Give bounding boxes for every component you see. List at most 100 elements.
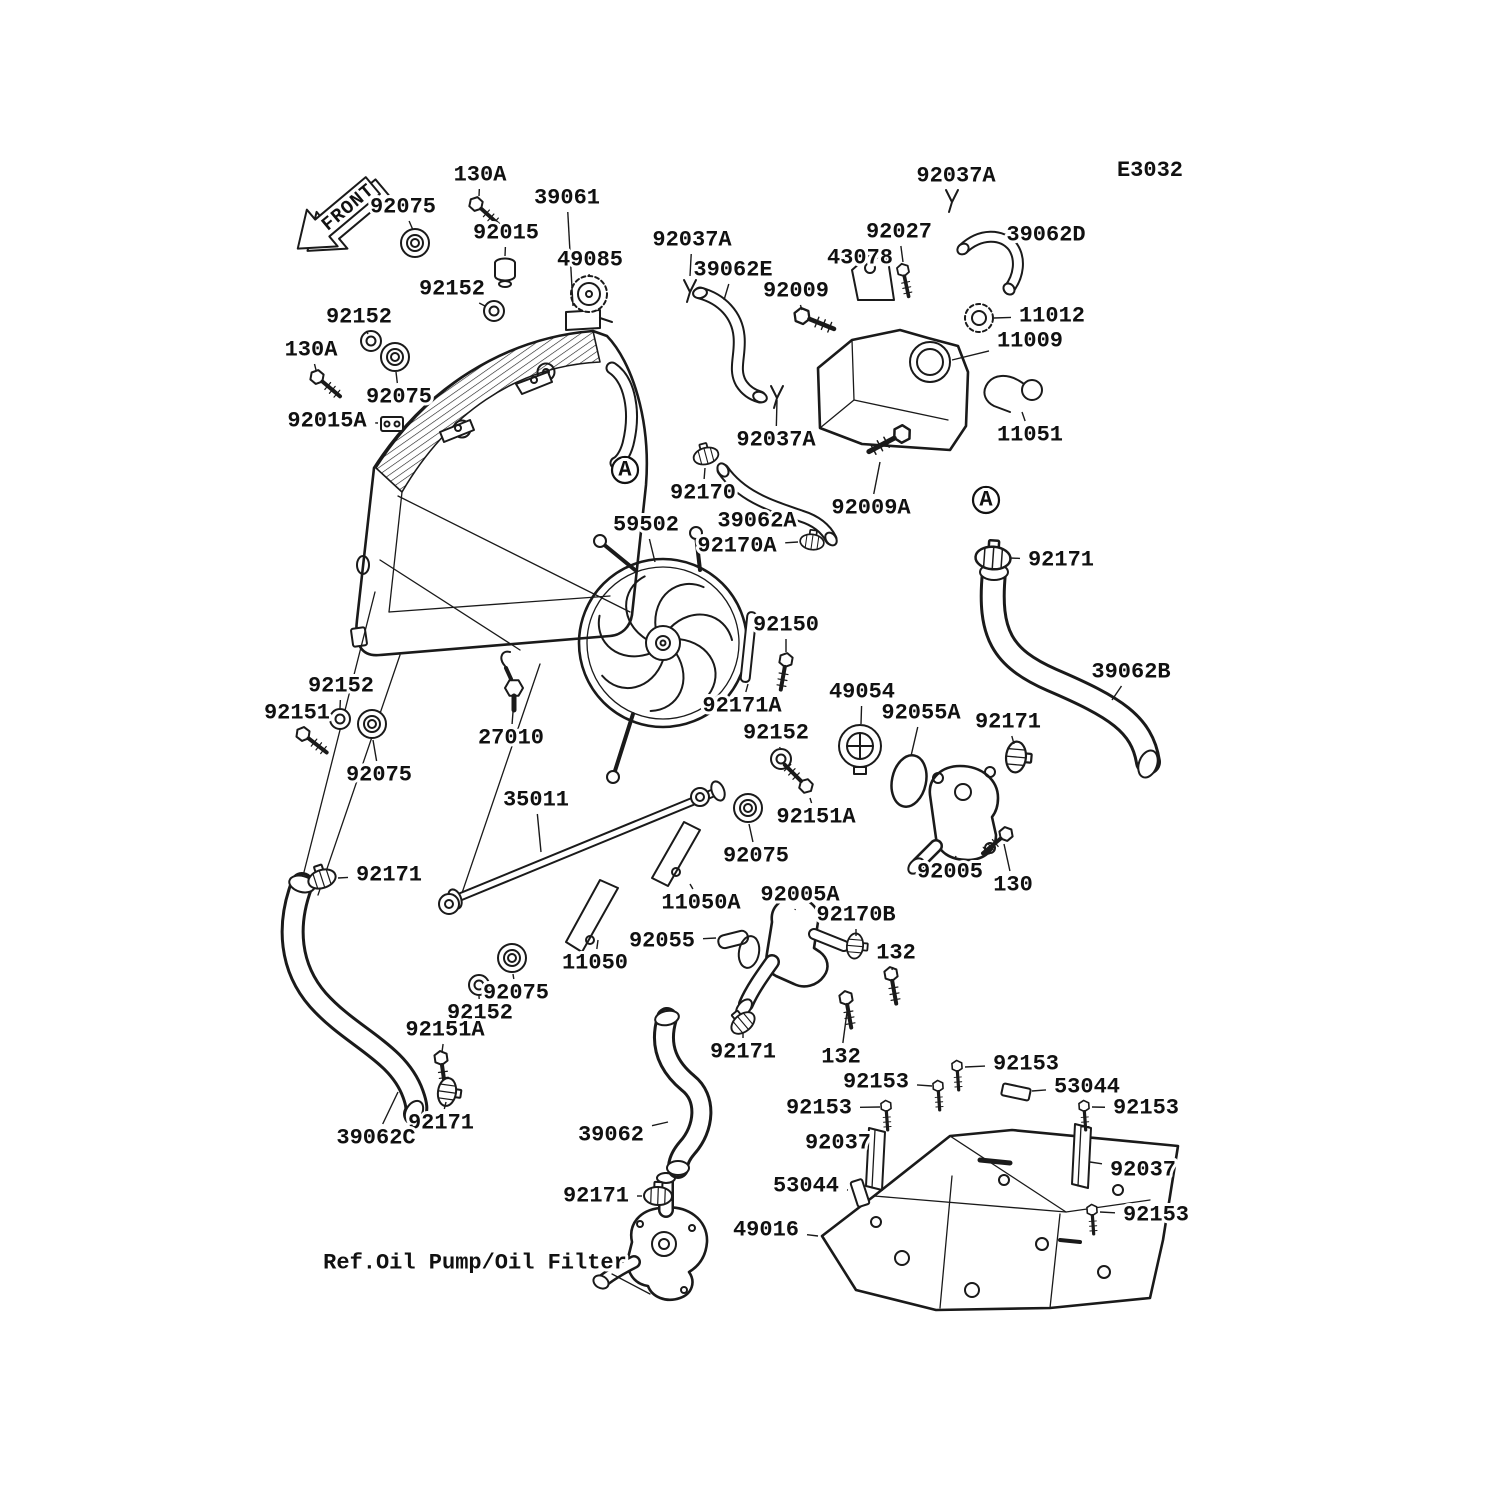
- chin-panel-49016: [820, 1082, 1180, 1312]
- leader-line: [512, 973, 515, 980]
- part-number-label: 39061: [534, 186, 600, 211]
- leader-line: [1099, 1211, 1116, 1214]
- part-number-label: 92037: [1110, 1158, 1176, 1183]
- hose-39062a: [716, 462, 838, 547]
- part-number-label: 92170: [670, 481, 736, 506]
- leader-line: [1111, 685, 1123, 701]
- part-number-label: 11050: [562, 951, 628, 976]
- view-marker-a: A: [610, 455, 640, 486]
- water-pipe-35011: [438, 780, 726, 953]
- leader-line: [511, 711, 514, 725]
- sensor-27010: [500, 650, 524, 713]
- clamp-92171-hose-c-end: [435, 1075, 464, 1109]
- bolt-132-lower: [836, 988, 860, 1031]
- part-number-label: 39062D: [1006, 223, 1085, 248]
- washer-92152-top: [483, 300, 505, 322]
- leader-line: [536, 813, 542, 853]
- leader-line: [395, 371, 399, 384]
- part-number-label: Ref.Oil Pump/Oil Filter: [323, 1251, 627, 1276]
- reserve-tank-cap: [964, 303, 994, 333]
- part-number-label: 92151A: [776, 805, 856, 830]
- leader-line: [1089, 1161, 1103, 1165]
- bolt-92153-3: [879, 1098, 895, 1132]
- clamp-92171-housing: [1003, 739, 1034, 775]
- part-number-label: 43078: [827, 246, 893, 271]
- part-number-label: 92009: [763, 279, 829, 304]
- part-number-label: 39062B: [1091, 660, 1170, 685]
- diagram-code: E3032: [1117, 158, 1183, 183]
- part-number-label: 53044: [773, 1174, 839, 1199]
- front-arrow-shadow: [306, 178, 391, 252]
- part-number-label: 49085: [557, 248, 623, 273]
- part-number-label: 92015A: [287, 409, 367, 434]
- part-number-label: 35011: [503, 788, 569, 813]
- leader-line: [1031, 1089, 1047, 1092]
- leader-line: [443, 1101, 447, 1110]
- radiator-filler-neck: [565, 309, 601, 331]
- part-number-label: 92055: [629, 929, 695, 954]
- grommet-92075-top: [400, 228, 430, 258]
- leader-line: [964, 1065, 986, 1068]
- leader-line: [382, 1091, 399, 1125]
- leader-line: [365, 330, 369, 335]
- part-number-label: 92075: [723, 844, 789, 869]
- leader-line: [785, 541, 799, 544]
- leader-line: [873, 461, 881, 495]
- part-number-label: 92037: [805, 1131, 871, 1156]
- front-arrow-body: [296, 176, 381, 250]
- part-number-label: 92170B: [816, 903, 895, 928]
- washer-92152-left: [329, 708, 351, 730]
- leader-line: [478, 302, 486, 307]
- part-number-label: 92153: [993, 1052, 1059, 1077]
- leader-line: [910, 726, 919, 757]
- leader-line: [745, 683, 749, 693]
- leader-line: [702, 937, 717, 940]
- leader-line: [809, 797, 813, 804]
- leader-line: [1003, 843, 1011, 872]
- leader-line: [337, 876, 349, 879]
- clip-92037a-left: [683, 279, 697, 303]
- part-number-label: 92153: [843, 1070, 909, 1095]
- leader-line: [806, 1234, 819, 1237]
- part-number-label: 130A: [285, 338, 339, 363]
- part-number-label: 92009A: [831, 496, 911, 521]
- grommet-92075-pipe: [733, 793, 763, 823]
- ref-leader-line: [611, 1273, 651, 1295]
- part-number-label: 92171: [975, 710, 1041, 735]
- part-number-label: 39062: [578, 1123, 644, 1148]
- o-ring-92055a: [890, 754, 928, 808]
- grommet-92075-bottom: [497, 943, 527, 973]
- leader-line: [748, 823, 754, 843]
- svg-text:A: A: [979, 488, 993, 513]
- leader-line: [703, 467, 706, 480]
- reserve-tank: [683, 189, 1043, 452]
- part-number-label: 92171: [1028, 548, 1094, 573]
- leader-line: [954, 855, 957, 859]
- collar-53044-right: [1000, 1082, 1032, 1102]
- part-number-label: 92027: [866, 220, 932, 245]
- collar-53044-left: [849, 1178, 871, 1208]
- tank-bracket-43078: [851, 255, 895, 301]
- leader-line: [372, 739, 378, 762]
- hose-39062c: [280, 872, 429, 1126]
- hose-39062: [652, 1007, 713, 1179]
- thermostat-49054: [838, 724, 882, 775]
- leader-line: [441, 1043, 444, 1053]
- part-number-label: 132: [821, 1045, 861, 1070]
- part-labels: 130A 92075 39061 92015 92152 49085 92037 A 39062…: [261, 160, 1192, 1279]
- leader-line: [313, 363, 317, 371]
- part-number-label: 92152: [743, 721, 809, 746]
- svg-text:A: A: [618, 458, 632, 483]
- part-number-label: 92171: [710, 1040, 776, 1065]
- part-number-label: 92015: [473, 221, 539, 246]
- grommet-92075-upper-left: [380, 342, 410, 372]
- part-number-label: 39062A: [717, 509, 797, 534]
- leader-line: [596, 939, 599, 950]
- part-number-label: 49054: [829, 680, 895, 705]
- bolt-132-upper: [881, 964, 905, 1007]
- bolt-130a-left: [305, 365, 346, 403]
- part-number-label: 39062C: [336, 1126, 415, 1151]
- radiator-side-hole: [356, 555, 370, 575]
- part-number-label: 59502: [613, 513, 679, 538]
- dipstick-ring: [1021, 379, 1043, 401]
